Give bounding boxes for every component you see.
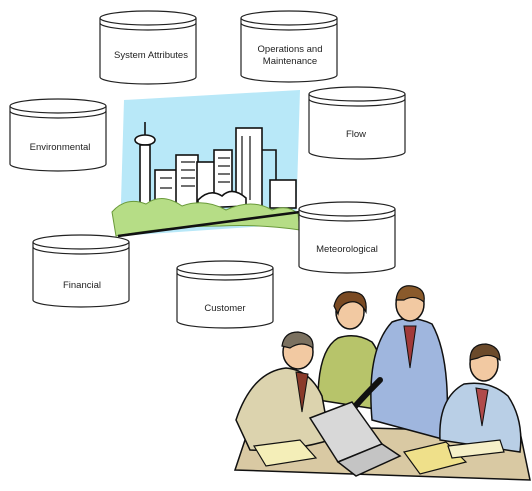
person-seated-man-left: [235, 331, 331, 452]
database-financial: Financial: [32, 234, 130, 308]
database-label: Meteorological: [316, 244, 378, 255]
tower-top: [134, 134, 156, 146]
database-label: Environmental: [30, 142, 91, 153]
ground-line: [117, 210, 301, 238]
paper-sheet: [447, 439, 505, 459]
database-label: Financial: [63, 280, 101, 291]
tower-shaft: [139, 144, 151, 206]
database-system-attributes: System Attributes: [99, 10, 197, 85]
database-flow: Flow: [308, 86, 406, 160]
person-seated-man-right: [439, 343, 522, 453]
laptop: [308, 401, 402, 477]
green-hills: [111, 198, 301, 237]
database-customer: Customer: [176, 260, 274, 329]
database-environmental: Environmental: [9, 98, 107, 172]
city-skyline-illustration: [111, 90, 301, 238]
database-label: System Attributes: [114, 50, 188, 61]
database-meteorological: Meteorological: [298, 201, 396, 274]
database-operations-and-maintenance: Operations and Maintenance: [240, 10, 338, 83]
database-label-line-1: Operations and: [258, 44, 323, 55]
building-2: [175, 154, 199, 208]
database-label: Flow: [346, 129, 366, 140]
database-label-line-2: Maintenance: [263, 56, 317, 67]
paper-sheet: [253, 439, 318, 467]
database-label: Customer: [204, 303, 245, 314]
business-team-illustration: [233, 285, 531, 481]
building-7: [269, 179, 297, 209]
